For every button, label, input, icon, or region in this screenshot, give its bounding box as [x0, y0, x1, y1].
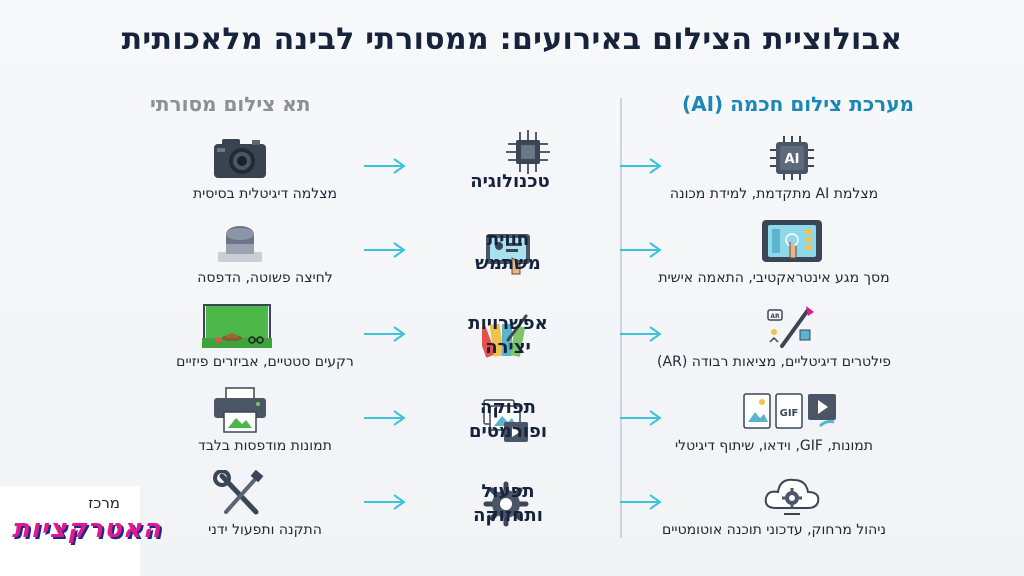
category-operation-maintenance: תפעול ותחזוקה	[460, 476, 610, 536]
camera-icon	[208, 134, 272, 182]
category-label: אפשרויות יצירה	[468, 313, 548, 358]
brush-ar-icon: AR	[760, 302, 824, 350]
traditional-feature-label: רקעים סטטיים, אביזרים פיזיים	[176, 354, 354, 370]
ai-feature-label: ניהול מרחוק, עדכוני תוכנה אוטומטיים	[662, 522, 886, 538]
traditional-feature-label: לחיצה פשוטה, הדפסה	[197, 270, 333, 286]
comparison-row-output-formats: GIF תמונות, GIF, וידאו, שיתוף דיגיטלי תפ…	[0, 386, 1024, 474]
category-label: חווית משתמש	[475, 229, 541, 274]
push-button-icon	[208, 218, 272, 266]
svg-text:GIF: GIF	[780, 408, 799, 419]
ai-column-heading: מערכת צילום חכמה (AI)	[681, 92, 914, 116]
category-user-experience: חווית משתמש	[460, 224, 610, 284]
arrow-right-icon	[362, 156, 408, 176]
page-title: אבולוציית הצילום באירועים: ממסורתי לבינה…	[121, 22, 903, 57]
comparison-row-creative-options: AR פילטרים דיגיטליים, מציאות רבודה (AR) …	[0, 302, 1024, 390]
category-creative-options: אפשרויות יצירה	[460, 308, 610, 368]
arrow-right-icon	[618, 324, 664, 344]
arrow-right-icon	[618, 156, 664, 176]
green-screen-icon	[200, 302, 274, 350]
traditional-feature-label: תמונות מודפסות בלבד	[198, 438, 332, 454]
tablet-touch-icon	[760, 218, 824, 266]
category-label: טכנולוגיה	[470, 171, 550, 192]
gear-icon	[482, 480, 530, 528]
arrow-right-icon	[618, 492, 664, 512]
logo-main-text: האטרקציות	[12, 514, 162, 544]
category-output-formats: תפוקה ופורמטים	[460, 392, 610, 452]
cloud-gear-icon	[760, 470, 824, 518]
chip-icon	[504, 128, 552, 176]
arrow-right-icon	[362, 492, 408, 512]
category-label: תפעול ותחזוקה	[473, 481, 543, 526]
column-divider	[620, 98, 622, 538]
arrow-right-icon	[618, 408, 664, 428]
tools-icon	[208, 469, 272, 518]
arrow-right-icon	[362, 240, 408, 260]
arrow-right-icon	[618, 240, 664, 260]
printer-icon	[208, 386, 272, 434]
comparison-row-technology: AI מצלמת AI מתקדמת, למידת מכונה טכנולוגי…	[0, 130, 1024, 222]
gif-video-icon: GIF	[742, 386, 838, 434]
comparison-row-operation-maintenance: ניהול מרחוק, עדכוני תוכנה אוטומטיים תפעו…	[0, 469, 1024, 558]
category-technology: טכנולוגיה	[460, 130, 610, 200]
logo-top-text: מרכז	[88, 494, 120, 512]
brand-logo: מרכז האטרקציות	[0, 486, 161, 576]
ai-feature-label: תמונות, GIF, וידאו, שיתוף דיגיטלי	[675, 438, 873, 454]
ai-chip-icon: AI	[760, 134, 824, 182]
touch-screen-icon	[484, 228, 532, 276]
ai-feature-label: מסך מגע אינטראקטיבי, התאמה אישית	[658, 270, 890, 286]
traditional-feature-label: התקנה ותפעול ידני	[208, 522, 322, 538]
traditional-feature-label: מצלמה דיגיטלית בסיסית	[192, 186, 338, 202]
category-label: תפוקה ופורמטים	[468, 397, 548, 442]
svg-text:AI: AI	[785, 152, 800, 167]
arrow-right-icon	[362, 408, 408, 428]
arrow-right-icon	[362, 324, 408, 344]
media-files-icon	[482, 396, 530, 444]
ai-feature-label: פילטרים דיגיטליים, מציאות רבודה (AR)	[657, 354, 891, 370]
svg-text:AR: AR	[770, 313, 780, 320]
comparison-row-user-experience: מסך מגע אינטראקטיבי, התאמה אישית חווית מ…	[0, 218, 1024, 306]
traditional-column-heading: תא צילום מסורתי	[150, 92, 311, 116]
ai-feature-label: מצלמת AI מתקדמת, למידת מכונה	[669, 186, 879, 202]
